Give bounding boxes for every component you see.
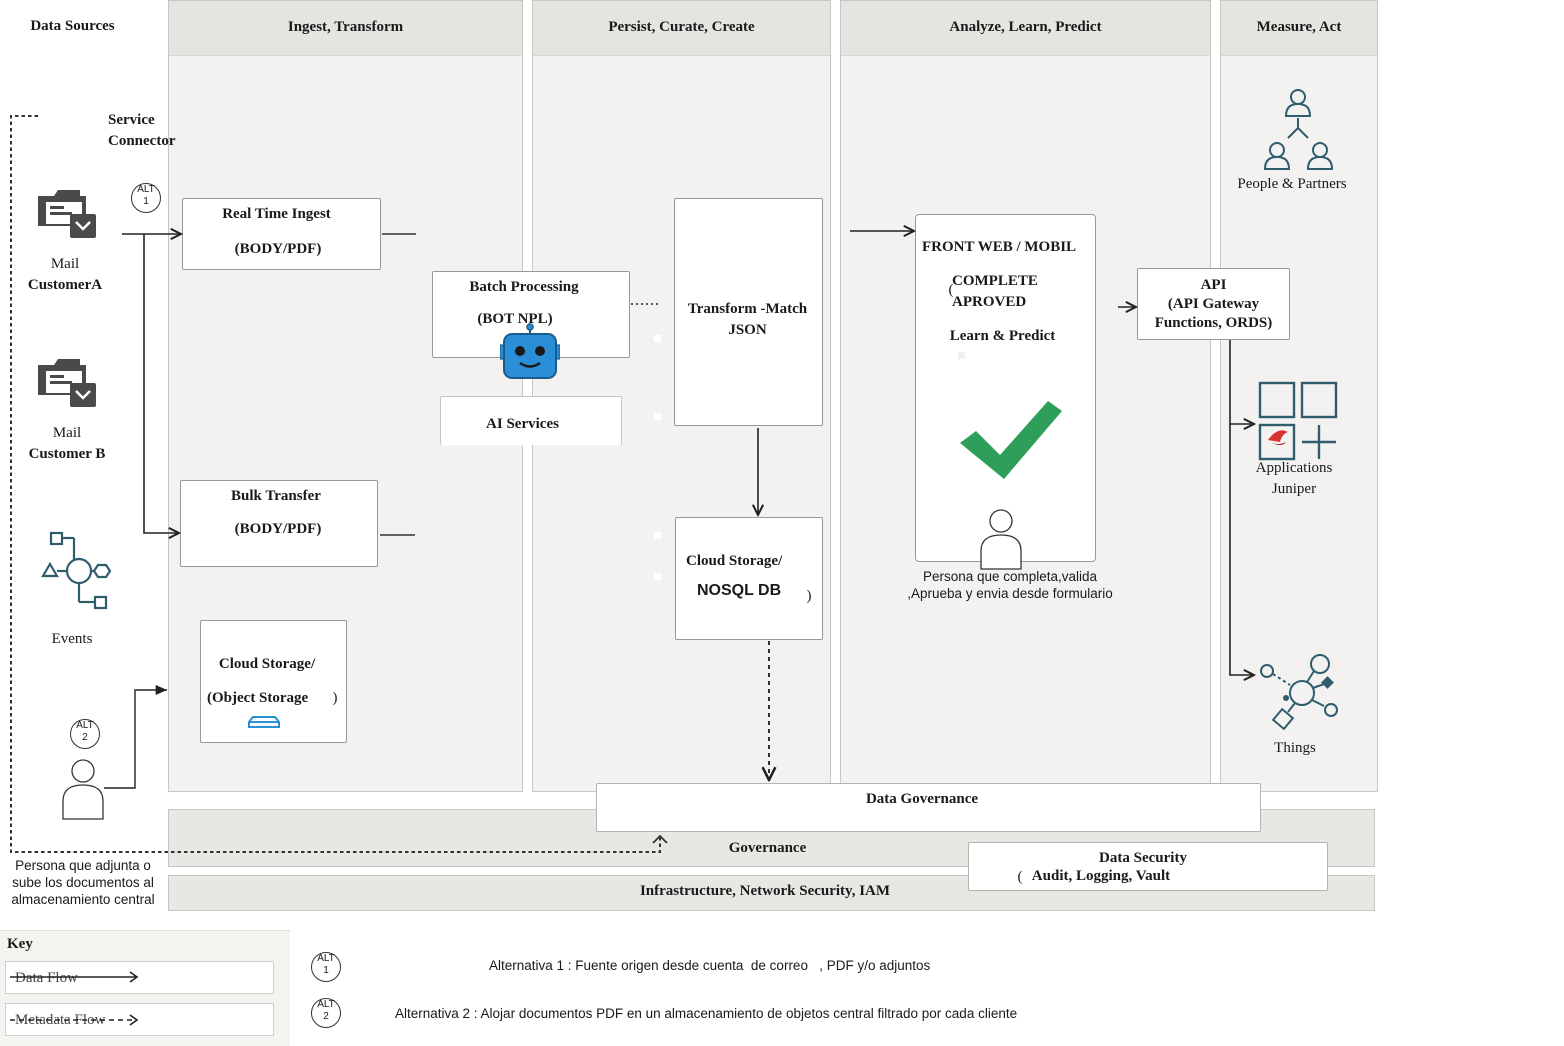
key-metadata-flow-label: Metadata Flow — [15, 1012, 106, 1028]
transform-match-box[interactable]: Transform -Match JSON — [674, 198, 823, 426]
cloud-nosql-box[interactable]: Cloud Storage/ NOSQL DB ) — [675, 517, 823, 640]
robot-icon — [499, 323, 561, 381]
people-partners-label: People & Partners — [1237, 176, 1347, 192]
nosql-db-label: NOSQL DB — [697, 582, 782, 599]
cloud-object-storage-title: Cloud Storage/ — [218, 656, 316, 672]
marker-4 — [654, 573, 661, 580]
bulk-transfer-title: Bulk Transfer — [231, 488, 321, 504]
real-time-ingest-subtitle: (BODY/PDF) — [234, 241, 322, 257]
column-header-measure: Measure, Act — [1221, 1, 1377, 56]
transform-match-label: Transform -Match JSON — [687, 301, 808, 338]
ai-services-label: AI Services — [486, 416, 559, 432]
events-label: Events — [51, 631, 93, 647]
object-storage-icon — [247, 715, 281, 734]
data-security-subtitle: Audit, Logging, Vault — [1031, 868, 1171, 884]
events-icon — [40, 530, 120, 612]
things-icon — [1256, 652, 1344, 734]
real-time-ingest-title: Real Time Ingest — [222, 206, 331, 222]
service-connector-line1: Service — [108, 112, 155, 128]
data-governance-label: Data Governance — [865, 791, 979, 807]
cloud-object-storage-box[interactable]: Cloud Storage/ (Object Storage ) — [200, 620, 347, 743]
marker-1 — [654, 335, 661, 342]
marker-3 — [654, 532, 661, 539]
cloud-nosql-title: Cloud Storage/ — [686, 553, 783, 569]
applications-label: Applications Juniper — [1255, 460, 1333, 497]
data-security-title: Data Security — [1099, 850, 1187, 866]
legend-alt2-text: Alternativa 2 : Alojar documentos PDF en… — [395, 1006, 1018, 1021]
learn-predict-label: Learn & Predict — [949, 328, 1056, 344]
real-time-ingest-box[interactable]: Real Time Ingest (BODY/PDF) — [182, 198, 381, 270]
data-security-box[interactable]: Data Security ( Audit, Logging, Vault — [968, 842, 1328, 891]
key-data-flow-line — [10, 971, 139, 983]
applications-icon — [1258, 381, 1340, 463]
mail-customer-a-icon — [36, 186, 98, 242]
mail-customer-a-label: Mail CustomerA — [27, 256, 103, 293]
approver-caption: Persona que completa,valida ,Aprueba y e… — [907, 569, 1113, 601]
marker-5 — [958, 352, 965, 359]
front-web-title: FRONT WEB / MOBIL — [922, 239, 1077, 255]
uploader-caption: Persona que adjunta o sube los documento… — [11, 858, 155, 907]
cloud-object-storage-paren: ) — [332, 690, 338, 706]
key-panel: Key Data Flow Metadata Flow — [0, 930, 290, 1046]
legend-alt1-text: Alternativa 1 : Fuente origen desde cuen… — [489, 958, 931, 973]
key-data-flow: Data Flow — [5, 961, 274, 994]
service-connector-label: Service Connector — [108, 110, 176, 152]
things-label: Things — [1274, 740, 1316, 756]
mail-customer-b-label: Mail Customer B — [28, 425, 106, 462]
key-data-flow-label: Data Flow — [15, 970, 78, 986]
column-header-persist: Persist, Curate, Create — [533, 1, 830, 56]
approver-person-icon — [978, 507, 1024, 571]
front-web-paren: ( — [948, 282, 954, 298]
bulk-transfer-box[interactable]: Bulk Transfer (BODY/PDF) — [180, 480, 378, 567]
people-partners-icon — [1258, 88, 1338, 172]
api-gateway-label: API (API Gateway Functions, ORDS) — [1154, 277, 1273, 331]
front-web-box[interactable]: FRONT WEB / MOBIL ( COMPLETE APROVED Lea… — [915, 214, 1096, 562]
key-title: Key — [7, 936, 33, 952]
uploader-person-icon — [60, 757, 106, 821]
column-header-analyze: Analyze, Learn, Predict — [841, 1, 1210, 56]
infrastructure-label: Infrastructure, Network Security, IAM — [639, 883, 891, 899]
api-gateway-box[interactable]: API (API Gateway Functions, ORDS) — [1137, 268, 1290, 340]
key-metadata-flow-line — [10, 1014, 139, 1026]
governance-label: Governance — [728, 840, 807, 856]
service-connector-line2: Connector — [108, 133, 176, 149]
key-metadata-flow: Metadata Flow — [5, 1003, 274, 1036]
persona-to-storage-arrow — [104, 684, 167, 789]
column-header-ingest: Ingest, Transform — [169, 1, 522, 56]
checkmark-icon — [960, 399, 1062, 488]
marker-2 — [654, 413, 661, 420]
data-governance-box[interactable]: Data Governance — [596, 783, 1261, 832]
batch-processing-title: Batch Processing — [469, 279, 579, 295]
complete-approved-label: COMPLETE APROVED — [952, 273, 1038, 310]
data-security-paren: ( — [1017, 869, 1023, 885]
cloud-nosql-paren: ) — [806, 588, 812, 604]
mail-customer-b-icon — [36, 355, 98, 411]
cloud-object-storage-subtitle: (Object Storage — [207, 690, 309, 706]
bulk-transfer-subtitle: (BODY/PDF) — [234, 521, 322, 537]
ai-services-box[interactable]: AI Services — [440, 396, 622, 445]
juniper-logo-icon — [1266, 428, 1290, 455]
column-header-data-sources: Data Sources — [30, 18, 115, 34]
